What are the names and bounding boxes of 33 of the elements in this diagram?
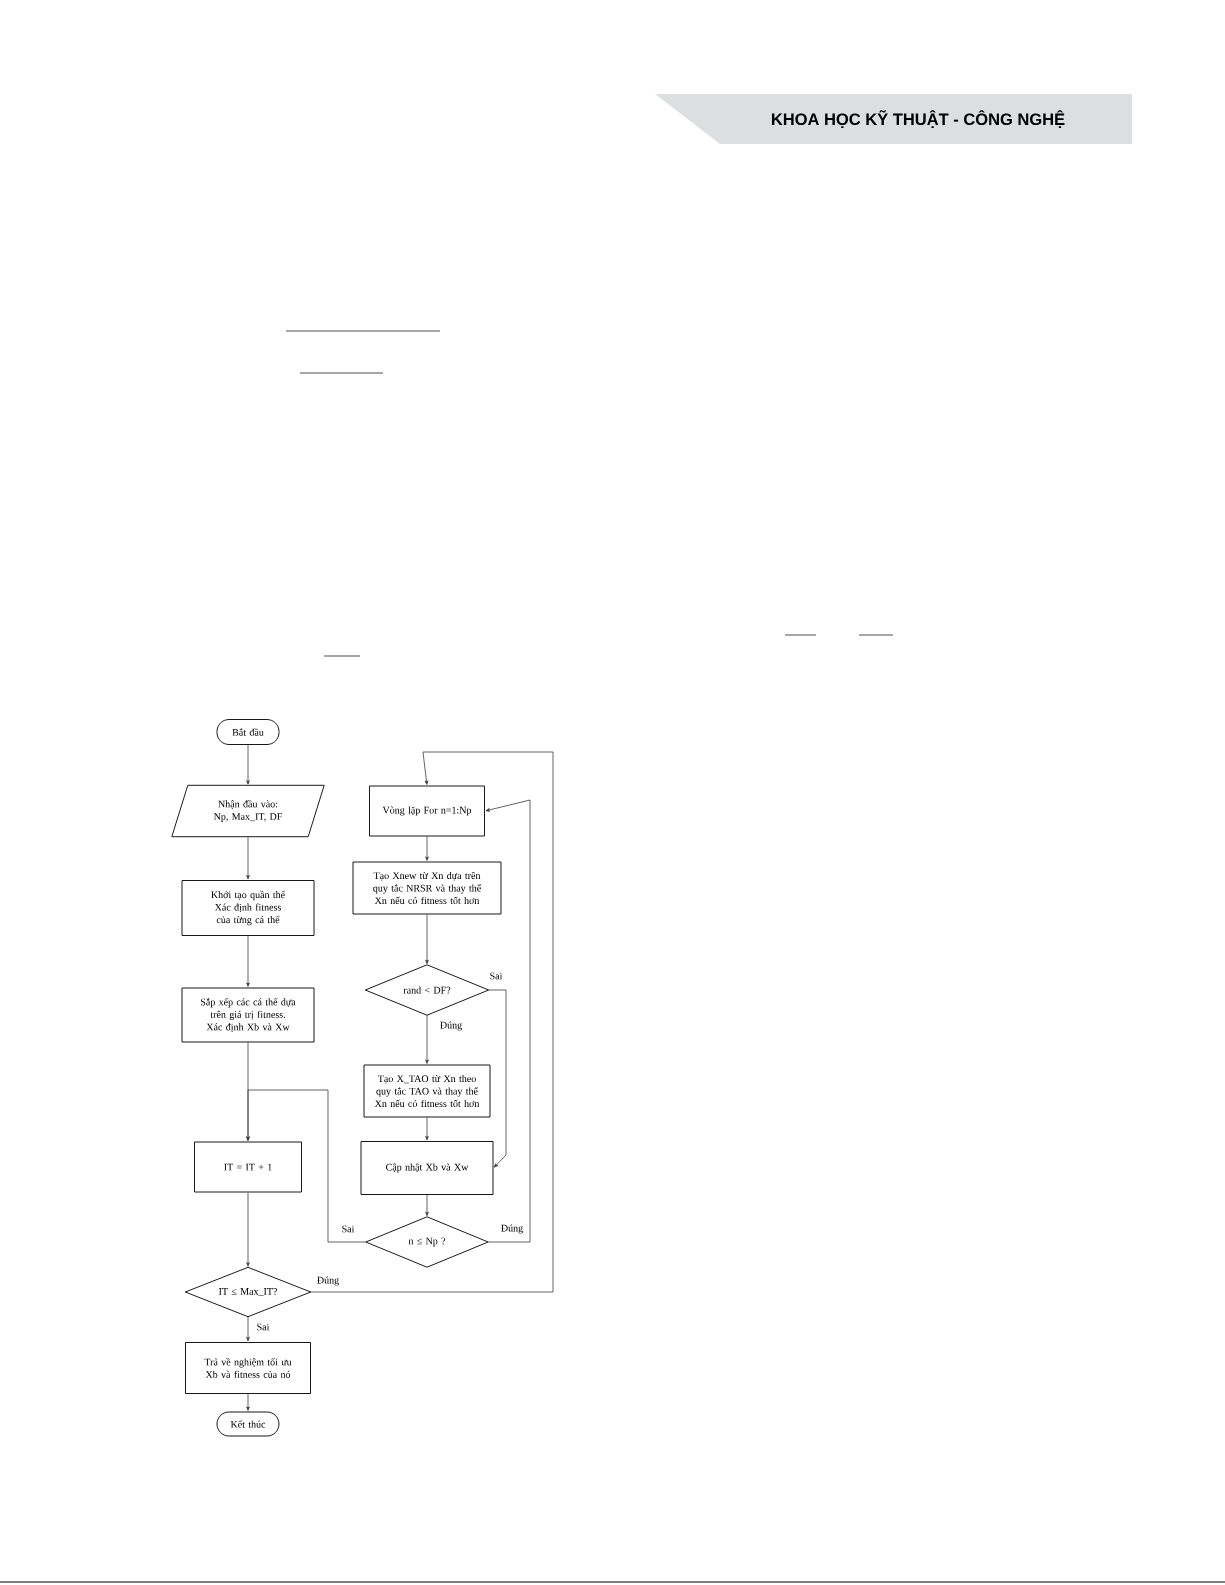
edge-label: Sai (340, 1224, 356, 1234)
process-box: Trả về nghiệm tối ưu Xb và fitness của nó (185, 1342, 311, 1394)
edge-label: Đúng (499, 1222, 525, 1236)
edge-label: Sai (255, 1322, 271, 1332)
arrow (246, 744, 250, 785)
arrow (485, 799, 531, 1243)
process-box: IT = IT + 1 (194, 1141, 302, 1193)
arrow (246, 1192, 250, 1267)
arrow (425, 1014, 429, 1064)
terminal-box: Bắt đầu (216, 719, 280, 745)
edge-label: Đúng (438, 1019, 464, 1033)
arrow (425, 914, 429, 965)
arrow (246, 1089, 367, 1243)
edge-label: Đúng (315, 1274, 341, 1288)
arrow (488, 989, 507, 1168)
process-box: Cập nhật Xb và Xw (360, 1141, 494, 1195)
terminal-box: Kết thúc (216, 1411, 280, 1437)
arrow (246, 1393, 250, 1411)
arrow (425, 1117, 429, 1141)
input-parallelogram: Nhận đầu vào: Np, Max_IT, DF (171, 784, 325, 838)
arrow (246, 935, 250, 987)
process-box: Khởi tạo quần thể Xác định fitness của từng cá thể (181, 880, 315, 936)
arrow (246, 1316, 250, 1342)
arrow (425, 836, 429, 861)
process-box: Tạo Xnew từ Xn dựa trên quy tắc NRSR và thay thế Xn nếu có fitness tốt hơn (352, 861, 502, 915)
process-box: Vòng lặp For n=1:Np (369, 785, 485, 837)
arrow (246, 836, 250, 880)
header-banner: KHOA HỌC KỸ THUẬT - CÔNG NGHỆ (655, 94, 1132, 144)
arrow (310, 751, 554, 1293)
arrow (425, 1194, 429, 1217)
process-box: Sắp xếp các cá thể dựa trên giá trị fitness. Xác định Xb và Xw (181, 987, 315, 1043)
process-box: Tạo X_TAO từ Xn theo quy tắc TAO và thay thế Xn nếu có fitness tốt hơn (363, 1064, 491, 1118)
edge-label: Sai (488, 971, 504, 981)
